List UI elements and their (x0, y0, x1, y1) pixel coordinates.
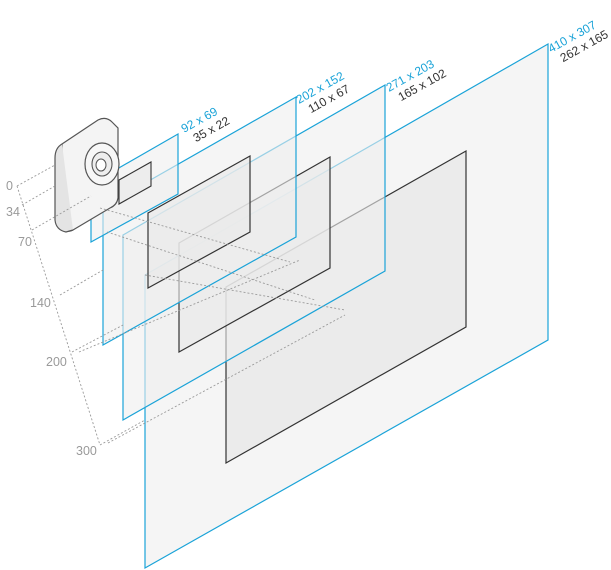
distance-label-140: 140 (30, 296, 51, 310)
distance-label-200: 200 (46, 355, 67, 369)
plane-2 (102, 95, 297, 347)
distance-label-300: 300 (76, 444, 97, 458)
distance-labels: 0 34 70 140 200 300 (6, 179, 97, 458)
distance-label-34: 34 (6, 205, 20, 219)
distance-guides (16, 164, 346, 446)
target-rect-4 (225, 149, 467, 465)
target-rect-1 (118, 161, 152, 205)
distance-label-0: 0 (6, 179, 13, 193)
distance-label-70: 70 (18, 235, 32, 249)
target-rect-2 (147, 154, 251, 290)
camera-sensor-icon (54, 117, 152, 233)
plane-4 (144, 42, 549, 570)
